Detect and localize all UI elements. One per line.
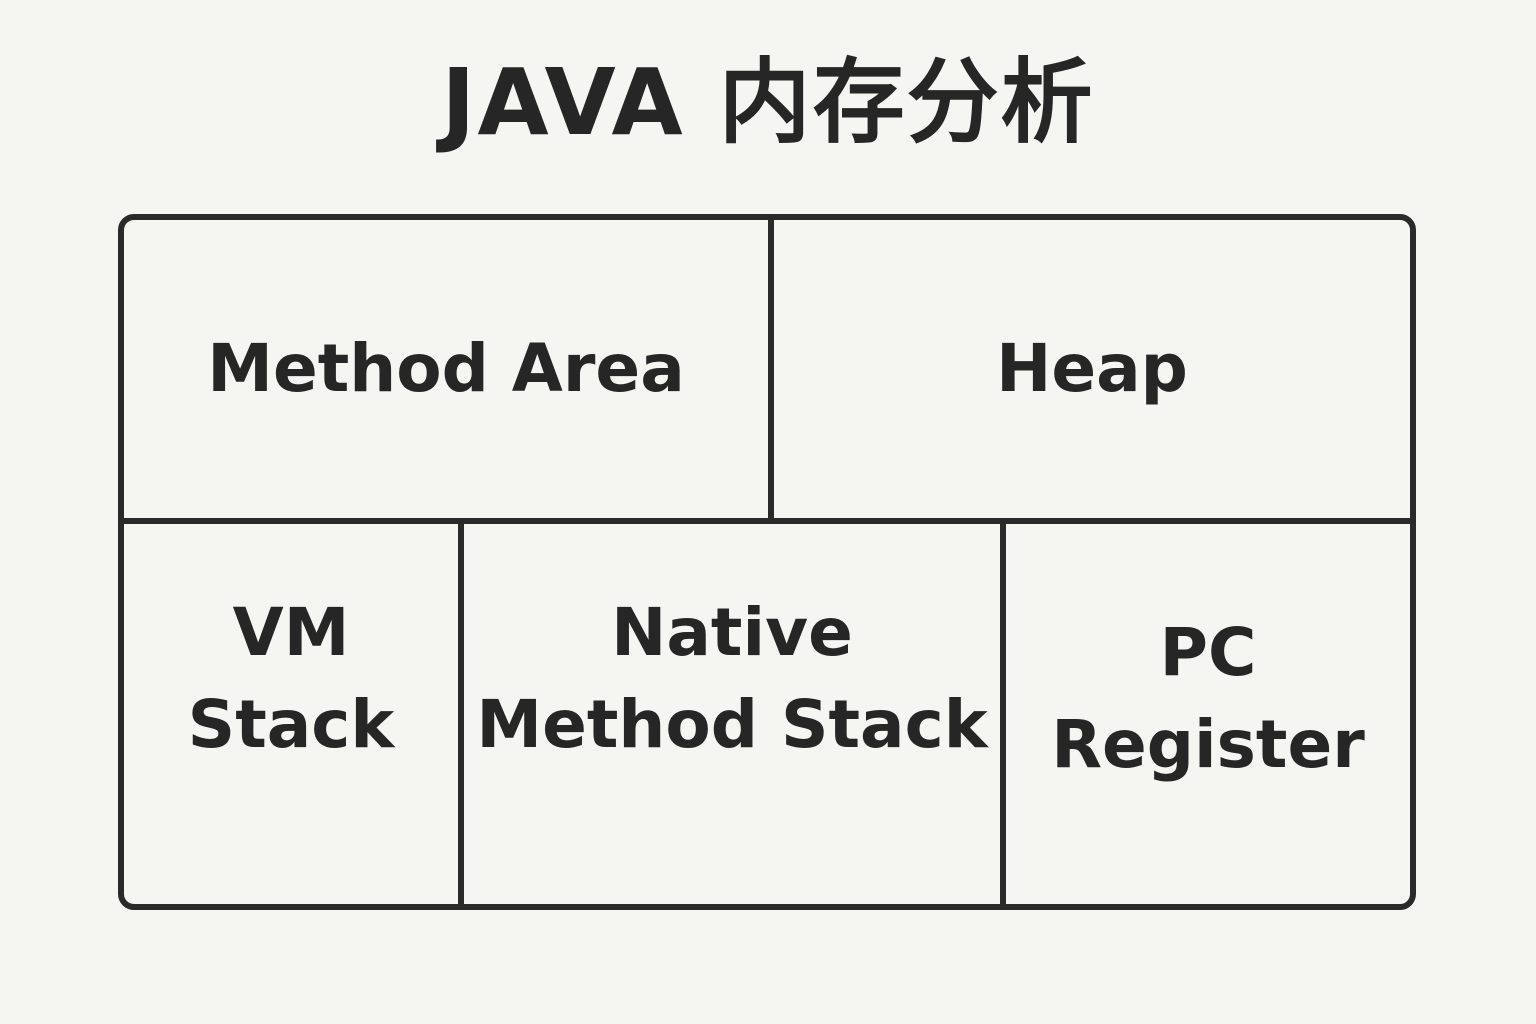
- method-area-label: Method Area: [207, 330, 685, 407]
- native-method-stack-label-line2: Method Stack: [476, 686, 988, 763]
- pc-register-label-line2: Register: [1051, 706, 1365, 783]
- top-vertical-divider: [768, 220, 774, 520]
- native-method-stack-label-line1: Native: [611, 594, 853, 671]
- native-method-stack-region: Native Method Stack: [464, 524, 1000, 904]
- heap-label: Heap: [996, 330, 1188, 407]
- horizontal-divider: [124, 518, 1410, 524]
- pc-register-label-line1: PC: [1159, 614, 1257, 691]
- bottom-right-vertical-divider: [1000, 520, 1006, 904]
- vm-stack-label-line1: VM: [232, 594, 350, 671]
- diagram-title: JAVA 内存分析: [441, 49, 1095, 156]
- jvm-memory-diagram: Method Area Heap VM Stack Native Method …: [118, 214, 1416, 910]
- bottom-left-vertical-divider: [458, 520, 464, 904]
- pc-register-region: PC Register: [1006, 524, 1410, 904]
- heap-region: Heap: [774, 220, 1410, 518]
- method-area-region: Method Area: [124, 220, 768, 518]
- vm-stack-label-line2: Stack: [187, 686, 395, 763]
- vm-stack-region: VM Stack: [124, 524, 458, 904]
